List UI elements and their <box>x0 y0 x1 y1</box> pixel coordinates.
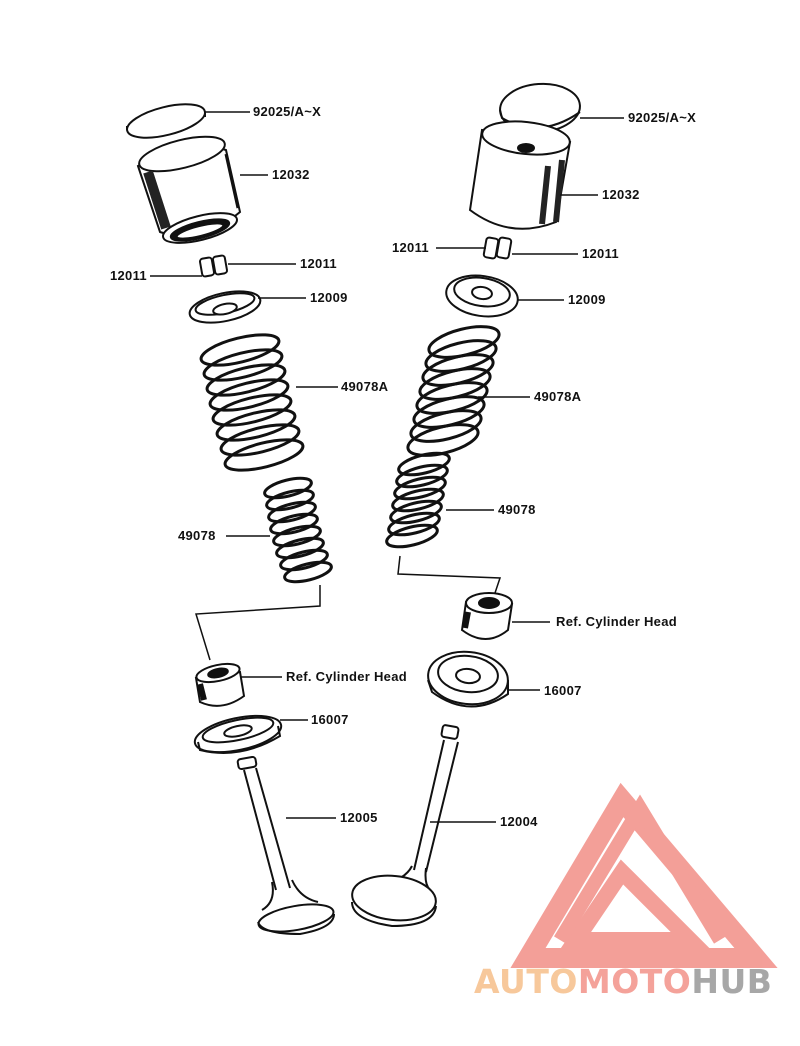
left-guide-label: Ref. Cylinder Head <box>286 669 407 684</box>
right-shim <box>499 82 581 134</box>
right-valve-label: 12004 <box>500 814 538 829</box>
right-spring-seat <box>427 650 509 708</box>
left-keeper-left-label: 12011 <box>110 268 147 283</box>
left-valve <box>236 755 335 936</box>
left-retainer <box>188 290 262 324</box>
left-inner-spring-label: 49078 <box>178 528 216 543</box>
left-valve-assembly <box>126 103 335 936</box>
right-lifter <box>468 120 572 230</box>
right-valve-guide <box>460 592 514 640</box>
right-keeper-right-label: 12011 <box>582 246 619 261</box>
left-inner-spring <box>263 476 333 584</box>
leader-lines <box>150 111 624 823</box>
right-valve-assembly <box>351 82 581 928</box>
left-seal-label: 16007 <box>311 712 349 727</box>
right-retainer <box>445 274 519 318</box>
right-retainer-label: 12009 <box>568 292 606 307</box>
left-spring-seat <box>193 714 283 754</box>
left-outer-spring-label: 49078A <box>341 379 389 394</box>
right-keeper-left-label: 12011 <box>392 240 429 255</box>
right-outer-spring-label: 49078A <box>534 389 582 404</box>
watermark-hub: HUB <box>691 962 773 1001</box>
left-valve-guide <box>194 662 246 707</box>
left-lifter-label: 12032 <box>272 167 310 182</box>
right-guide-connector <box>397 555 502 597</box>
right-inner-spring-label: 49078 <box>498 502 536 517</box>
right-valve <box>351 724 460 928</box>
right-outer-spring <box>406 325 501 457</box>
right-inner-spring <box>385 451 451 549</box>
left-lifter <box>136 135 242 244</box>
watermark-logo-icon <box>510 782 778 968</box>
right-lifter-label: 12032 <box>602 187 640 202</box>
watermark-auto: AUTO <box>474 962 578 1001</box>
watermark-moto: MOTO <box>577 962 692 1001</box>
left-retainer-label: 12009 <box>310 290 348 305</box>
right-keepers <box>482 236 513 260</box>
left-outer-spring <box>199 333 305 472</box>
left-shim <box>126 103 206 139</box>
left-guide-connector <box>195 585 321 661</box>
left-keeper-right-label: 12011 <box>300 256 337 271</box>
right-seal-label: 16007 <box>544 683 582 698</box>
left-valve-label: 12005 <box>340 810 378 825</box>
left-shim-label: 92025/A~X <box>253 104 322 119</box>
left-keepers <box>199 254 228 278</box>
right-guide-label: Ref. Cylinder Head <box>556 614 677 629</box>
watermark-text: AUTOMOTOHUB <box>474 962 772 1002</box>
right-shim-label: 92025/A~X <box>628 110 697 125</box>
